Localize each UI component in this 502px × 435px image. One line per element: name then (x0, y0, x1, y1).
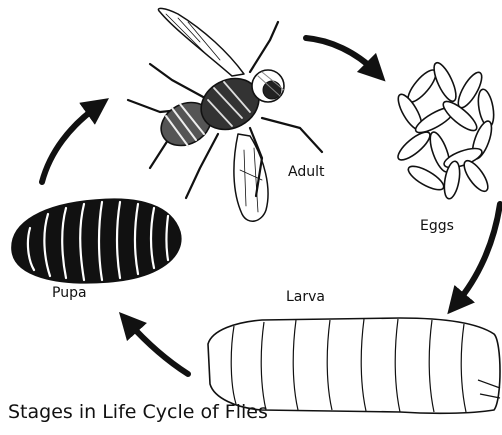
adult-label: Adult (288, 165, 324, 179)
pupa-label: Pupa (52, 286, 87, 300)
arrow-adult-to-eggs (306, 38, 376, 72)
arrow-pupa-to-adult (42, 106, 98, 182)
eggs-cluster-icon (394, 60, 496, 200)
adult-fly-icon (128, 8, 322, 221)
larva-icon (208, 318, 500, 413)
pupa-icon (12, 199, 181, 283)
diagram-caption: Stages in Life Cycle of Flies (8, 403, 268, 422)
larva-label: Larva (286, 290, 325, 304)
eggs-label: Eggs (420, 219, 454, 233)
arrow-eggs-to-larva (456, 204, 500, 304)
arrow-larva-to-pupa (128, 322, 188, 374)
